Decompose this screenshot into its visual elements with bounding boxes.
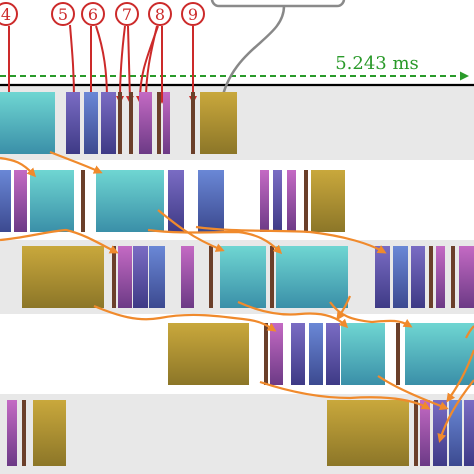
block-teal xyxy=(341,323,385,385)
block-olive xyxy=(311,170,345,232)
block-brown xyxy=(118,92,122,154)
block-magenta xyxy=(7,400,17,466)
row-1-blocks xyxy=(0,92,237,154)
block-magenta xyxy=(459,246,474,308)
markers: 4 5 6 7 8 9 xyxy=(0,2,205,26)
block-teal xyxy=(0,92,55,154)
callout-arrow xyxy=(217,5,286,108)
block-indigo xyxy=(273,170,282,232)
marker-5-label: 5 xyxy=(58,5,68,24)
block-teal xyxy=(30,170,74,232)
block-blue xyxy=(198,170,224,232)
block-indigo xyxy=(66,92,80,154)
block-indigo xyxy=(168,170,184,232)
block-olive xyxy=(33,400,66,466)
flow-arrow xyxy=(0,156,37,178)
block-brown xyxy=(157,92,161,154)
flow-arrow xyxy=(437,379,474,443)
block-teal xyxy=(276,246,348,308)
block-indigo xyxy=(133,246,148,308)
block-brown xyxy=(396,323,400,385)
flow-arrow xyxy=(377,375,449,411)
flow-arrows xyxy=(0,150,474,443)
block-magenta xyxy=(163,92,170,154)
marker-6: 6 xyxy=(81,2,105,26)
block-teal xyxy=(220,246,266,308)
block-indigo xyxy=(375,246,390,308)
block-brown xyxy=(304,170,308,232)
marker-4-label: 4 xyxy=(1,5,11,24)
duration-label: 5.243 ms xyxy=(335,53,419,74)
block-olive xyxy=(327,400,409,466)
flow-arrow xyxy=(237,300,349,329)
block-indigo xyxy=(411,246,425,308)
block-brown xyxy=(414,400,418,466)
block-brown xyxy=(129,92,133,154)
block-magenta xyxy=(270,323,283,385)
block-teal xyxy=(96,170,164,232)
marker-9: 9 xyxy=(181,2,205,26)
block-brown xyxy=(209,246,213,308)
marker-6-label: 6 xyxy=(88,5,98,24)
marker-5-arrow xyxy=(69,24,78,104)
marker-8-label: 8 xyxy=(155,5,165,24)
flow-arrow xyxy=(259,380,431,410)
block-olive xyxy=(22,246,104,308)
block-brown xyxy=(451,246,455,308)
block-magenta xyxy=(118,246,132,308)
block-magenta xyxy=(14,170,27,232)
marker-4: 4 xyxy=(0,2,18,26)
marker-8: 8 xyxy=(148,2,172,26)
block-indigo xyxy=(101,92,116,154)
row-2-blocks xyxy=(0,170,345,232)
block-indigo xyxy=(464,400,474,466)
block-blue xyxy=(0,170,11,232)
flow-arrow xyxy=(157,209,225,252)
flow-arrow xyxy=(93,304,277,332)
block-olive xyxy=(200,92,237,154)
block-olive xyxy=(168,323,249,385)
block-indigo xyxy=(326,323,340,385)
block-magenta xyxy=(436,246,445,308)
block-brown xyxy=(264,323,268,385)
flow-arrow xyxy=(147,228,283,255)
block-magenta xyxy=(260,170,269,232)
block-indigo xyxy=(291,323,305,385)
block-brown xyxy=(81,170,85,232)
block-magenta xyxy=(139,92,152,154)
block-brown xyxy=(270,246,274,308)
block-brown xyxy=(22,400,26,466)
block-magenta xyxy=(287,170,296,232)
block-magenta xyxy=(420,400,430,466)
flow-arrow xyxy=(0,228,119,254)
block-blue xyxy=(149,246,165,308)
flow-arrow xyxy=(465,325,474,339)
marker-5: 5 xyxy=(51,2,75,26)
flow-arrow xyxy=(49,150,103,174)
block-blue xyxy=(393,246,408,308)
flow-arrow xyxy=(336,295,352,321)
block-indigo xyxy=(433,400,447,466)
row-4-blocks xyxy=(168,323,474,385)
marker-9-label: 9 xyxy=(188,5,198,24)
marker-7-arrow-b xyxy=(125,25,134,104)
block-brown xyxy=(429,246,433,308)
block-brown xyxy=(191,92,195,154)
block-magenta xyxy=(181,246,194,308)
block-brown xyxy=(112,246,116,308)
row-3-blocks xyxy=(22,246,474,308)
marker-7-label: 7 xyxy=(122,5,132,24)
callout-box xyxy=(210,0,346,8)
flow-arrow xyxy=(446,349,474,403)
row-5-blocks xyxy=(7,400,474,466)
block-blue xyxy=(449,400,462,466)
marker-7: 7 xyxy=(115,2,139,26)
flow-arrow xyxy=(195,225,387,254)
callout xyxy=(210,0,346,108)
block-blue xyxy=(84,92,98,154)
block-blue xyxy=(309,323,323,385)
